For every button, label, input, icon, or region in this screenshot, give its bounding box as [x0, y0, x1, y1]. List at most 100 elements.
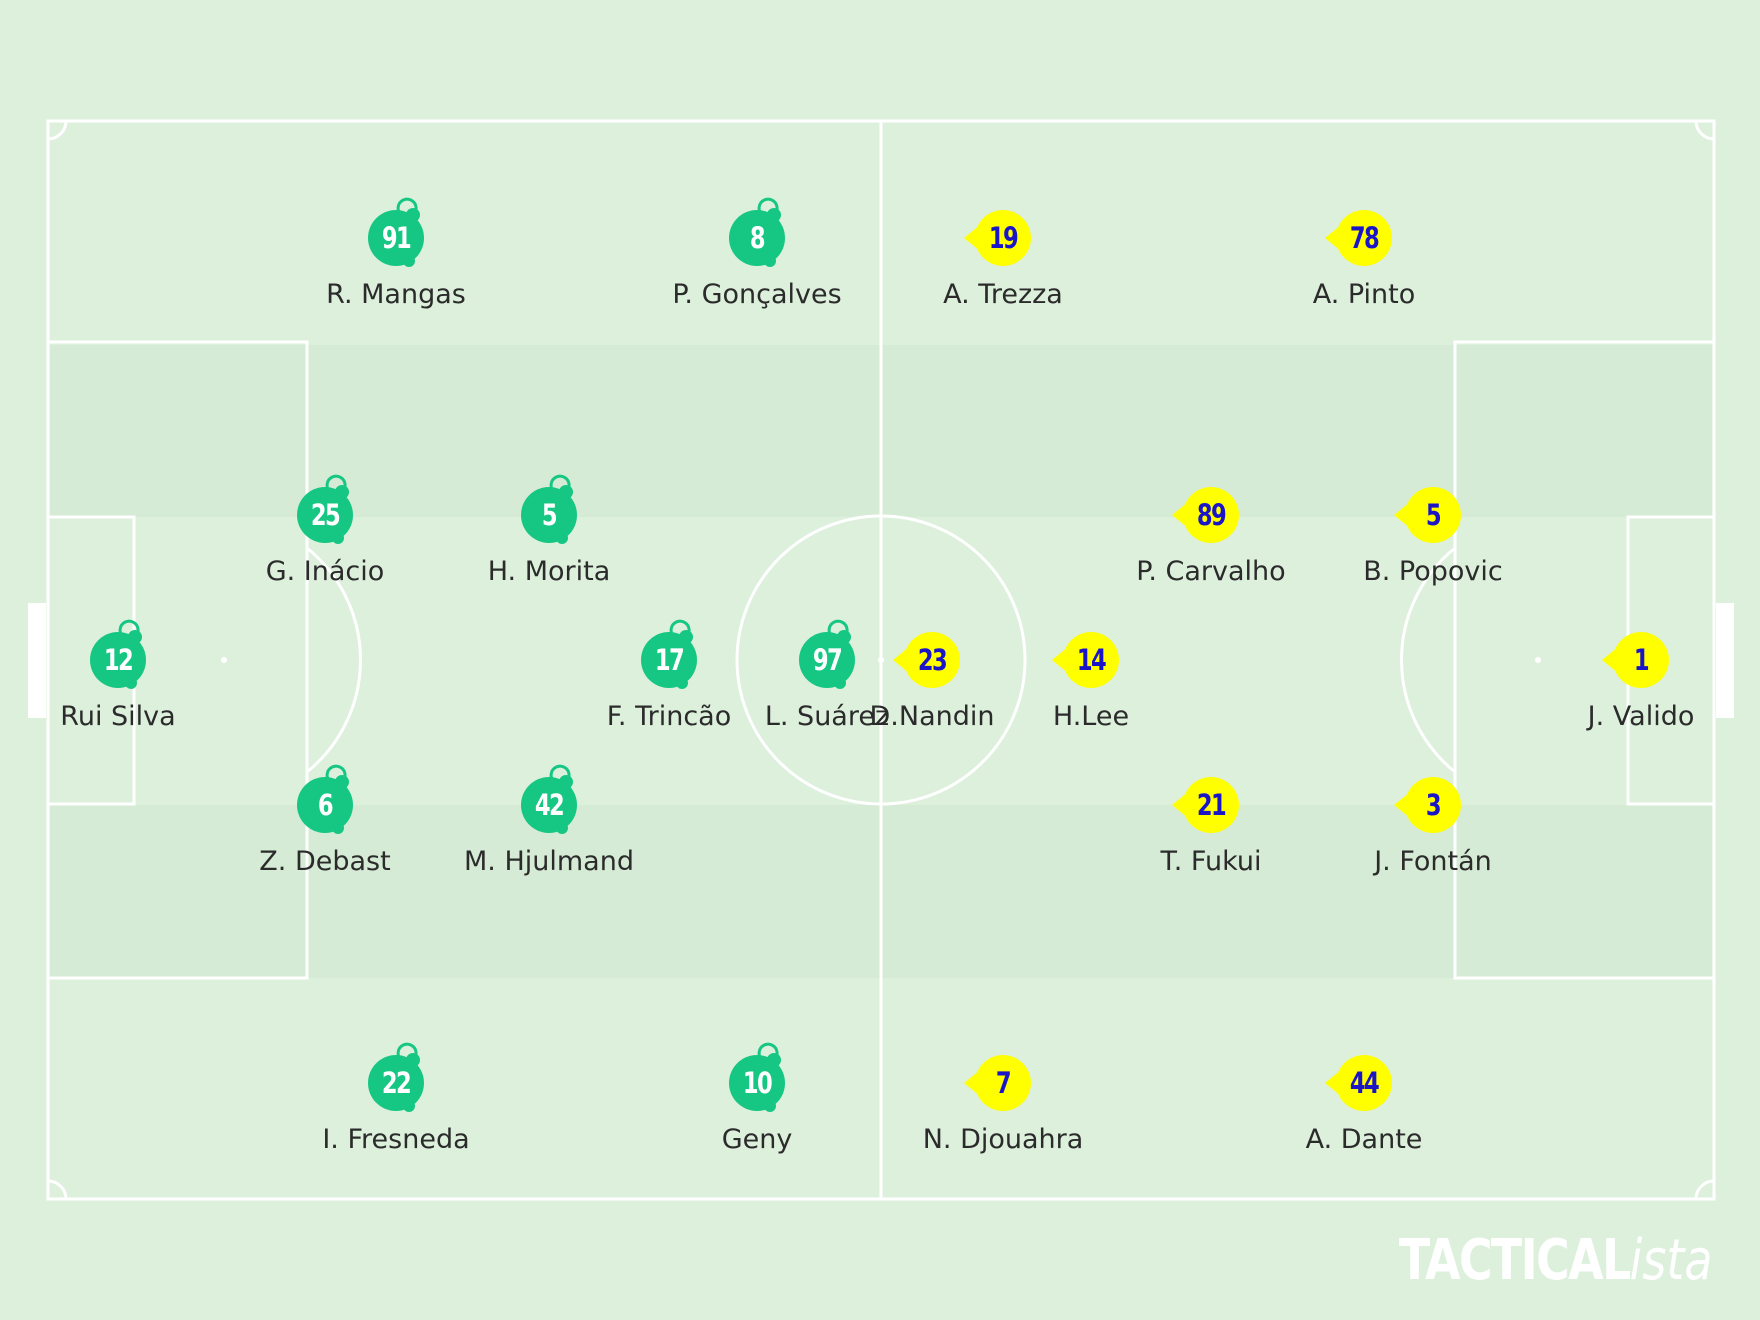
- player-name: H.Lee: [1052, 701, 1130, 732]
- player-name: T. Fukui: [1160, 846, 1262, 877]
- player-name: A. Dante: [1305, 1124, 1423, 1155]
- left-goal: [28, 603, 46, 718]
- away-player-token: [1394, 777, 1461, 833]
- player-name: P. Gonçalves: [672, 279, 842, 310]
- shirt-number: 5: [541, 498, 558, 532]
- shirt-number: 7: [995, 1066, 1012, 1100]
- home-player-22: 22 I. Fresneda: [286, 1042, 506, 1172]
- shirt-number: 21: [1196, 788, 1227, 822]
- shirt-number: 22: [381, 1066, 412, 1100]
- shirt-number: 1: [1633, 643, 1650, 677]
- shirt-number: 3: [1425, 788, 1442, 822]
- home-player-97: 97 L. Suárez: [717, 619, 937, 749]
- player-name: I. Fresneda: [322, 1124, 470, 1155]
- player-name: L. Suárez: [764, 701, 890, 732]
- away-player-21: 21 T. Fukui: [1101, 774, 1321, 894]
- right-penalty-arc: [1400, 546, 1456, 774]
- away-player-token: [1325, 210, 1392, 266]
- away-player-token: [964, 1055, 1031, 1111]
- player-name: B. Popovic: [1363, 556, 1503, 587]
- logo-italic: ista: [1629, 1228, 1712, 1293]
- shirt-number: 17: [654, 643, 685, 677]
- centre-spot: [878, 657, 884, 663]
- player-name: Geny: [721, 1124, 793, 1155]
- home-player-token: [297, 474, 353, 544]
- home-player-token: [297, 764, 353, 834]
- home-player-91: 91 R. Mangas: [286, 197, 506, 327]
- away-player-89: 89 P. Carvalho: [1101, 484, 1321, 604]
- home-player-token: [90, 619, 146, 689]
- corner-arc: [1694, 1179, 1715, 1200]
- home-player-42: 42 M. Hjulmand: [439, 764, 659, 894]
- shirt-number: 19: [988, 221, 1019, 255]
- right-penalty-spot: [1535, 657, 1541, 663]
- left-penalty-spot: [221, 657, 227, 663]
- shirt-number: 42: [534, 788, 565, 822]
- shirt-number: 6: [317, 788, 334, 822]
- home-player-17: 17 F. Trincão: [559, 619, 779, 749]
- player-name: Rui Silva: [60, 701, 176, 732]
- shirt-number: 14: [1076, 643, 1107, 677]
- away-player-token: [964, 210, 1031, 266]
- away-player-3: 3 J. Fontán: [1323, 774, 1543, 894]
- home-player-token: [521, 764, 577, 834]
- away-player-19: 19 A. Trezza: [893, 207, 1113, 327]
- shirt-number: 25: [310, 498, 341, 532]
- player-name: D.Nandin: [869, 701, 995, 732]
- player-name: J. Fontán: [1374, 846, 1492, 877]
- player-name: A. Pinto: [1312, 279, 1416, 310]
- right-goal: [1716, 603, 1734, 718]
- shirt-number: 44: [1349, 1066, 1380, 1100]
- logo-bold: TACTICAL: [1398, 1228, 1630, 1293]
- home-player-token: [368, 1042, 424, 1112]
- corner-arc: [1694, 120, 1715, 141]
- away-player-token: [893, 632, 960, 688]
- corner-arc: [47, 1179, 68, 1200]
- player-name: F. Trincão: [606, 701, 732, 732]
- away-player-token: [1172, 777, 1239, 833]
- away-player-token: [1394, 487, 1461, 543]
- shirt-number: 78: [1349, 221, 1380, 255]
- away-player-token: [1325, 1055, 1392, 1111]
- home-player-token: [521, 474, 577, 544]
- corner-arc: [47, 120, 68, 141]
- home-player-5: 5 H. Morita: [439, 474, 659, 604]
- player-name: G. Inácio: [265, 556, 385, 587]
- player-name: J. Valido: [1587, 701, 1695, 732]
- home-player-25: 25 G. Inácio: [215, 474, 435, 604]
- shirt-number: 10: [742, 1066, 773, 1100]
- player-name: M. Hjulmand: [464, 846, 634, 877]
- shirt-number: 12: [103, 643, 134, 677]
- home-player-token: [729, 197, 785, 267]
- away-player-78: 78 A. Pinto: [1254, 207, 1474, 327]
- shirt-number: 89: [1196, 498, 1227, 532]
- shirt-number: 97: [812, 643, 843, 677]
- away-player-44: 44 A. Dante: [1254, 1052, 1474, 1172]
- shirt-number: 8: [749, 221, 766, 255]
- left-penalty-arc: [306, 546, 362, 774]
- shirt-number: 23: [917, 643, 948, 677]
- home-player-token: [799, 619, 855, 689]
- shirt-number: 91: [381, 221, 412, 255]
- home-player-token: [729, 1042, 785, 1112]
- player-name: R. Mangas: [326, 279, 466, 310]
- away-player-5: 5 B. Popovic: [1323, 484, 1543, 604]
- tacticalista-logo: TACTICALista: [1398, 1228, 1712, 1293]
- away-player-token: [1602, 632, 1669, 688]
- player-name: P. Carvalho: [1136, 556, 1286, 587]
- away-player-token: [1052, 632, 1119, 688]
- centre-circle: [735, 514, 1027, 806]
- player-name: A. Trezza: [943, 279, 1063, 310]
- player-name: H. Morita: [487, 556, 611, 587]
- shirt-number: 5: [1425, 498, 1442, 532]
- home-player-8: 8 P. Gonçalves: [647, 197, 867, 327]
- home-player-token: [368, 197, 424, 267]
